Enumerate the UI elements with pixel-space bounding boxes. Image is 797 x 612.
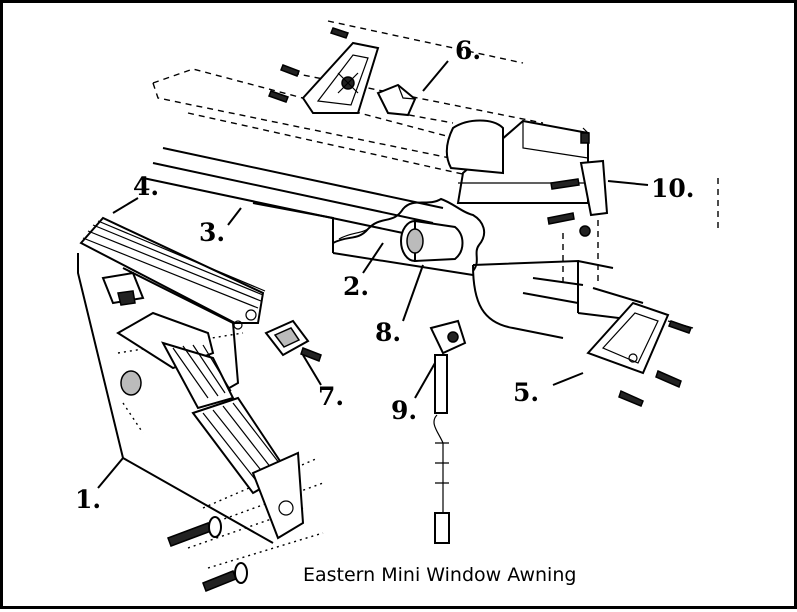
callout-6: 6. [455,36,481,65]
callout-labels: 1. 2. 3. 4. 5. 6. 7. 8. 9. 10. [75,36,695,514]
callout-3: 3. [199,218,225,247]
projection-lines [117,20,719,569]
callout-1: 1. [75,485,101,514]
awning-fabric [332,197,486,272]
diagram-caption: Eastern Mini Window Awning [303,564,576,586]
callout-2: 2. [343,272,369,301]
right-mounting-bracket [547,127,609,237]
bottom-hardware [167,516,248,592]
end-plate-top [268,27,417,117]
valance-channel [79,216,266,330]
callout-7: 7. [318,382,344,411]
callout-9: 9. [391,396,417,425]
front-bar [472,259,644,339]
side-end-cap [586,301,694,407]
callout-4: 4. [133,172,159,201]
exploded-assembly-diagram: 1. 2. 3. 4. 5. 6. 7. 8. 9. 10. Eastern M… [75,20,719,592]
callout-8: 8. [375,318,401,347]
motor-housing [445,119,589,204]
roller-end-plug [400,219,464,263]
crank-handle [429,319,467,544]
callout-10: 10. [651,174,695,203]
folding-arm [116,311,305,540]
callout-5: 5. [513,378,539,407]
leader-lines [97,60,649,489]
roller-tube [142,147,474,276]
small-mount-bracket [264,319,322,362]
